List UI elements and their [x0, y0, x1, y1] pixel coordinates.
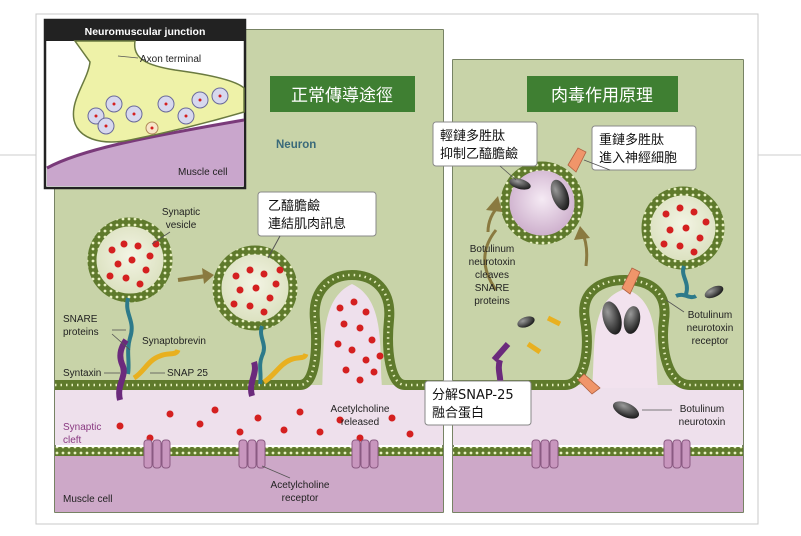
ach-released-label-2: released: [341, 417, 379, 428]
syntaxin-protein-1: [116, 338, 129, 401]
snare-label-1: SNARE: [63, 314, 98, 325]
light-chain-in-vesicle: [550, 179, 570, 211]
syntaxin-protein-2: [248, 361, 258, 397]
muscle-region-right: [453, 450, 743, 512]
snare-label-2: proteins: [63, 327, 99, 338]
heavy-chain-on-vesicle: [567, 147, 587, 173]
ach-receptor-2: [238, 439, 266, 469]
cleaves-label-1: neurotoxin: [469, 257, 516, 268]
synaptobrevin-protein-2: [258, 325, 266, 385]
ach-callout-box: [257, 191, 377, 237]
light-chain-line1: 輕鏈多胜肽: [440, 128, 505, 144]
ach-released-label-1: Acetylcholine: [331, 404, 390, 415]
left-title-box: [270, 76, 415, 112]
inset-axon-terminal: [72, 40, 245, 143]
cleaved-snap25-fragment-2: [546, 315, 562, 327]
ach-callout-line1: 乙醯膽鹼: [268, 198, 320, 214]
right-panel: 肉毒作用原理 輕鏈多胜肽 抑制乙醯膽鹼 重鏈多胜肽 進入神經細胞 Botulin…: [424, 59, 744, 513]
transport-arrow: [177, 274, 207, 282]
heavy-chain-callout-box: [591, 125, 697, 171]
synaptic-cleft-label-2: cleft: [63, 435, 82, 446]
synaptic-vesicle-label-1: Synaptic: [162, 207, 200, 218]
snap25-callout-box: [424, 380, 532, 426]
muscle-cell-label: Muscle cell: [63, 494, 112, 505]
receptor-label-1: neurotoxin: [687, 323, 734, 334]
inset-title: Neuromuscular junction: [85, 26, 206, 38]
inset-muscle-label: Muscle cell: [178, 167, 227, 178]
nmj-inset: Neuromuscular junction Axon terminal Mus…: [43, 18, 247, 190]
synaptic-vesicle-label-2: vesicle: [166, 220, 197, 231]
snap25-callout-line1: 分解SNAP-25: [432, 388, 514, 403]
left-title: 正常傳導途徑: [291, 86, 393, 106]
heavy-chain-in-pocket: [621, 267, 641, 295]
ach-receptor-label-2: receptor: [282, 493, 319, 504]
ach-receptor-label-1: Acetylcholine: [271, 480, 330, 491]
toxin-label-0: Botulinum: [680, 404, 724, 415]
right-title: 肉毒作用原理: [551, 86, 653, 106]
light-chain-line2: 抑制乙醯膽鹼: [440, 146, 518, 162]
light-chain-callout-box: [432, 121, 538, 167]
cleaved-snap25-fragment-1: [526, 341, 542, 355]
receptor-label-2: receptor: [692, 336, 729, 347]
toxin-receptor: [675, 292, 698, 300]
synaptobrevin-protein-1: [125, 297, 134, 375]
receptor-label-0: Botulinum: [688, 310, 732, 321]
right-title-box: [527, 76, 678, 112]
presynaptic-membrane: [55, 269, 443, 390]
cleaves-label-0: Botulinum: [470, 244, 514, 255]
ach-molecules-vesicle-right: [660, 204, 710, 256]
ach-receptor-1: [143, 439, 171, 469]
snap25-callout-line2: 融合蛋白: [432, 405, 484, 421]
ach-receptor-right-1: [531, 439, 559, 469]
toxin-near-receptor: [704, 285, 724, 299]
snap25-label: SNAP 25: [167, 368, 208, 379]
ach-callout-line2: 連結肌肉訊息: [268, 216, 346, 232]
cleaves-label-2: cleaves: [475, 270, 509, 281]
ach-receptor-right-2: [663, 439, 691, 469]
synaptobrevin-protein-right: [681, 265, 689, 295]
ach-receptor-3: [351, 439, 379, 469]
heavy-chain-line1: 重鏈多胜肽: [599, 132, 664, 148]
heavy-chain-line2: 進入神經細胞: [599, 151, 677, 166]
left-panel: 正常傳導途徑 Neuron 乙醯膽鹼 連結肌肉訊息 Synaptic vesic…: [54, 29, 444, 513]
toxin-in-pocket-2: [623, 306, 641, 334]
toxin-label-1: neurotoxin: [679, 417, 726, 428]
cleaves-label-3: SNARE: [475, 283, 510, 294]
inset-axon-label: Axon terminal: [140, 54, 201, 65]
synaptobrevin-label: Synaptobrevin: [142, 336, 206, 347]
ach-molecules-vesicle-1: [106, 240, 160, 288]
syntaxin-label: Syntaxin: [63, 368, 101, 379]
neuron-label: Neuron: [276, 139, 316, 151]
snap25-protein-1: [132, 348, 181, 381]
snap25-protein-2: [262, 352, 309, 385]
cleaves-label-4: proteins: [474, 296, 510, 307]
cycle-arrow-left: [483, 229, 498, 291]
botulinum-toxin-cleft: [612, 401, 640, 419]
ach-molecules-vesicle-2: [230, 266, 284, 316]
inset-muscle: [47, 120, 244, 186]
light-chain-released: [509, 178, 531, 190]
ach-released-molecules: [334, 298, 384, 384]
muscle-membrane-right: [453, 447, 743, 456]
light-chain-cleaving: [517, 316, 535, 328]
synaptic-cleft-label-1: Synaptic: [63, 422, 101, 433]
heavy-chain-at-membrane: [577, 373, 601, 395]
toxin-in-pocket-1: [602, 301, 622, 335]
